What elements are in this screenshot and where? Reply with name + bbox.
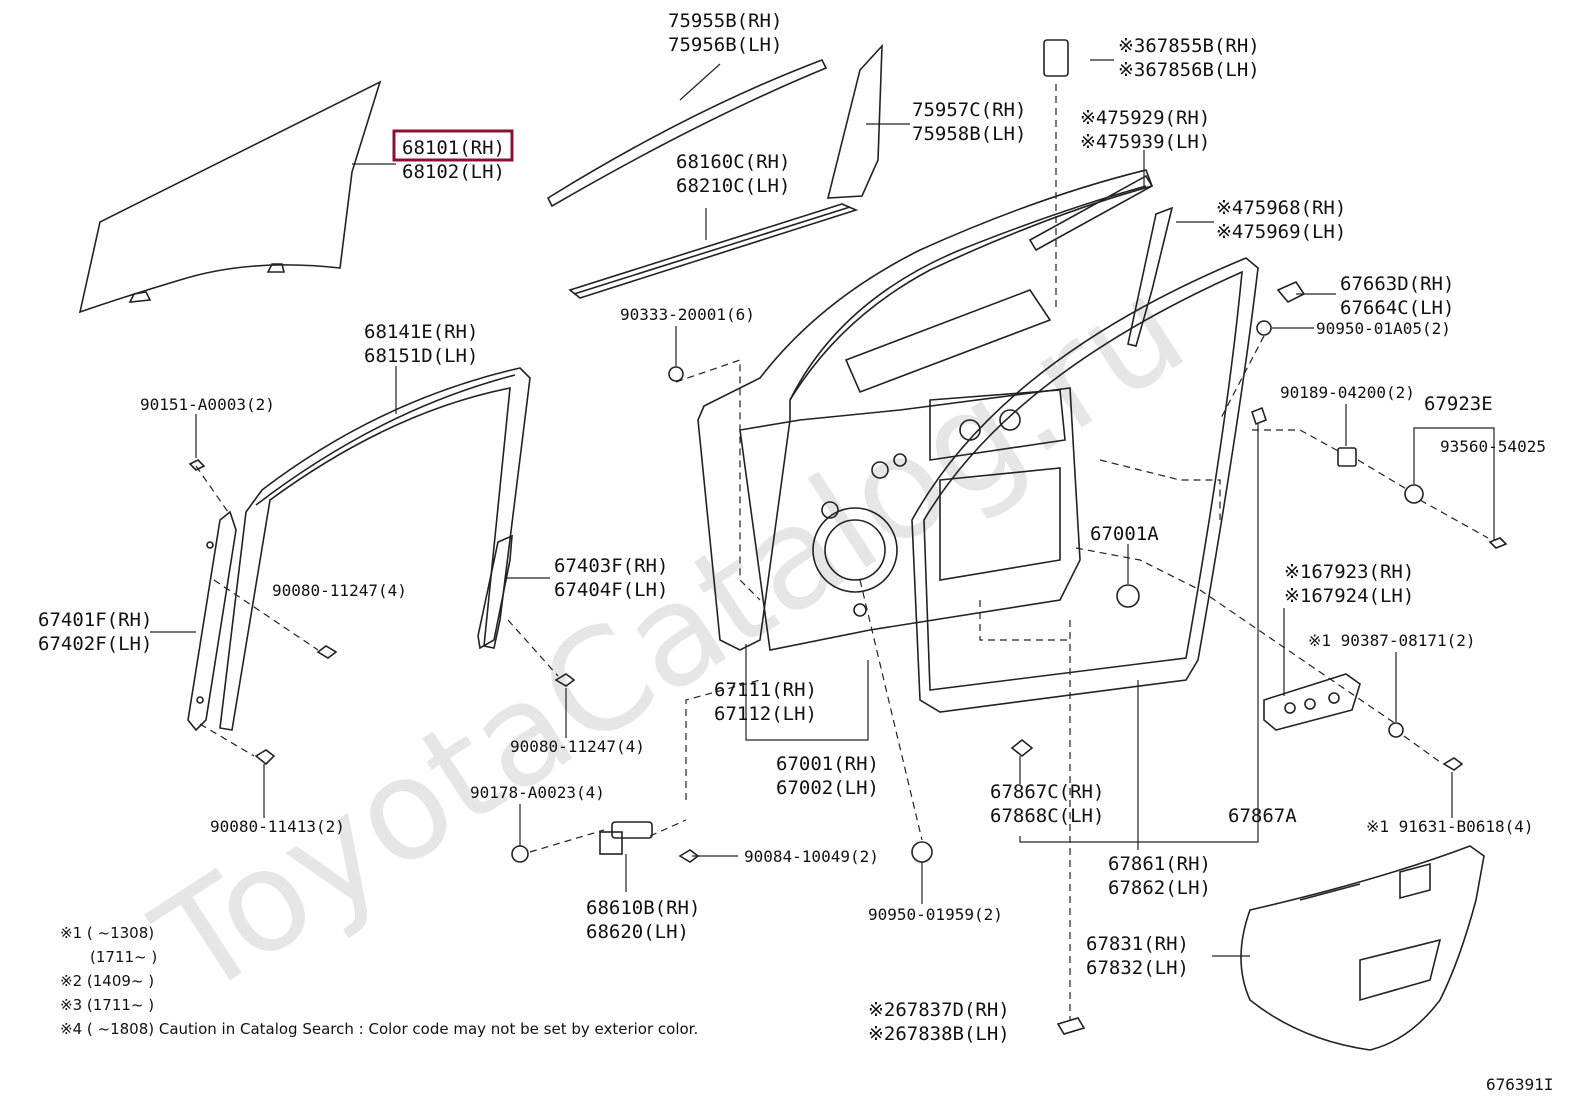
belt-weatherstrip: [568, 203, 859, 299]
label-68610[interactable]: 68610B(RH) 68620(LH): [586, 897, 700, 943]
label-67001[interactable]: 67001(RH) 67002(LH): [776, 753, 879, 799]
label-67837-lh: ※267838B(LH): [868, 1023, 1010, 1045]
figure-id: 676391I: [1486, 1075, 1553, 1094]
label-67867c[interactable]: 67867C(RH) 67868C(LH): [990, 781, 1104, 827]
label-67855[interactable]: ※367855B(RH) ※367856B(LH): [1118, 35, 1260, 81]
label-90080-11247-a[interactable]: 90080-11247(4): [272, 581, 407, 600]
label-90084-10049[interactable]: 90084-10049(2): [744, 847, 879, 866]
label-68160-lh: 68210C(LH): [676, 175, 790, 197]
label-75955-rh: 75955B(RH): [668, 10, 782, 32]
label-75929-rh: ※475929(RH): [1080, 107, 1210, 129]
label-67401-lh: 67402F(LH): [38, 633, 152, 655]
footnote-1: ※1 ( ~1308): [60, 924, 154, 942]
label-90080-11247-b[interactable]: 90080-11247(4): [510, 737, 645, 756]
label-75929-lh: ※475939(LH): [1080, 131, 1210, 153]
leader-lines: [150, 59, 1495, 957]
label-75957[interactable]: 75957C(RH) 75958B(LH): [912, 99, 1026, 145]
label-68101-rh: 68101(RH): [402, 137, 505, 159]
label-67663-lh: 67664C(LH): [1340, 297, 1454, 319]
label-67403[interactable]: 67403F(RH) 67404F(LH): [554, 555, 668, 601]
label-67861[interactable]: 67861(RH) 67862(LH): [1108, 853, 1211, 899]
label-90189-04200[interactable]: 90189-04200(2): [1280, 383, 1415, 402]
label-67861-lh: 67862(LH): [1108, 877, 1211, 899]
label-75955-lh: 75956B(LH): [668, 34, 782, 56]
label-67401-rh: 67401F(RH): [38, 609, 152, 631]
footnote-1b: (1711~ ): [90, 948, 157, 966]
label-67401[interactable]: 67401F(RH) 67402F(LH): [38, 609, 152, 655]
footnote-2: ※2 (1409~ ): [60, 972, 154, 990]
label-67923-rh: ※167923(RH): [1284, 561, 1414, 583]
label-68141-rh: 68141E(RH): [364, 321, 478, 343]
label-68101-lh: 68102(LH): [402, 161, 505, 183]
label-67867c-lh: 67868C(LH): [990, 805, 1104, 827]
label-67001a[interactable]: 67001A: [1090, 523, 1159, 545]
label-75957-lh: 75958B(LH): [912, 123, 1026, 145]
label-90950-01959[interactable]: 90950-01959(2): [868, 905, 1003, 924]
label-67867a[interactable]: 67867A: [1228, 805, 1297, 827]
label-68160-rh: 68160C(RH): [676, 151, 790, 173]
label-90333-20001[interactable]: 90333-20001(6): [620, 305, 755, 324]
label-67663[interactable]: 67663D(RH) 67664C(LH): [1340, 273, 1454, 319]
label-67923-lh: ※167924(LH): [1284, 585, 1414, 607]
front-lower-frame: [187, 510, 237, 732]
label-67403-rh: 67403F(RH): [554, 555, 668, 577]
label-67855-rh: ※367855B(RH): [1118, 35, 1260, 57]
label-68101[interactable]: 68101(RH) 68102(LH): [402, 137, 505, 183]
footnote-3: ※3 (1711~ ): [60, 996, 154, 1014]
door-weatherstrip: [911, 257, 1259, 713]
label-93560-54025[interactable]: 93560-54025: [1440, 437, 1546, 456]
roof-weatherstrip: [1028, 174, 1174, 347]
label-90387-08171[interactable]: ※1 90387-08171(2): [1308, 631, 1476, 650]
dashed-lines: [195, 84, 1489, 1020]
footnote-4: ※4 ( ~1808) Caution in Catalog Search : …: [60, 1020, 698, 1038]
footnotes: ※1 ( ~1308) (1711~ ) ※2 (1409~ ) ※3 (171…: [60, 924, 698, 1038]
label-90950-01a05[interactable]: 90950-01A05(2): [1316, 319, 1451, 338]
label-68160[interactable]: 68160C(RH) 68210C(LH): [676, 151, 790, 197]
label-68610-lh: 68620(LH): [586, 921, 689, 943]
label-67861-rh: 67861(RH): [1108, 853, 1211, 875]
label-67111-lh: 67112(LH): [714, 703, 817, 725]
label-67837[interactable]: ※267837D(RH) ※267838B(LH): [868, 999, 1010, 1045]
label-75968[interactable]: ※475968(RH) ※475969(LH): [1216, 197, 1346, 243]
outer-molding: [546, 58, 828, 208]
door-glass: [78, 80, 382, 314]
label-67855-lh: ※367856B(LH): [1118, 59, 1260, 81]
label-67867c-rh: 67867C(RH): [990, 781, 1104, 803]
label-68141[interactable]: 68141E(RH) 68151D(LH): [364, 321, 478, 367]
label-67923e[interactable]: 67923E: [1424, 393, 1493, 415]
label-75968-rh: ※475968(RH): [1216, 197, 1346, 219]
service-hole-cover: [1263, 673, 1361, 731]
pillar-garnish: [826, 43, 883, 199]
label-67831[interactable]: 67831(RH) 67832(LH): [1086, 933, 1189, 979]
door-trim-panel: [1240, 845, 1485, 1051]
label-67923[interactable]: ※167923(RH) ※167924(LH): [1284, 561, 1414, 607]
label-67001-lh: 67002(LH): [776, 777, 879, 799]
highlight-box: [392, 129, 514, 162]
label-67001-rh: 67001(RH): [776, 753, 879, 775]
rear-lower-frame: [477, 534, 513, 650]
label-91631-b0618[interactable]: ※1 91631-B0618(4): [1366, 817, 1534, 836]
label-75955[interactable]: 75955B(RH) 75956B(LH): [668, 10, 782, 56]
label-90151-a0003[interactable]: 90151-A0003(2): [140, 395, 275, 414]
label-67111[interactable]: 67111(RH) 67112(LH): [714, 679, 817, 725]
label-67831-rh: 67831(RH): [1086, 933, 1189, 955]
label-67111-rh: 67111(RH): [714, 679, 817, 701]
label-90178-a0023[interactable]: 90178-A0023(4): [470, 783, 605, 802]
label-75929[interactable]: ※475929(RH) ※475939(LH): [1080, 107, 1210, 153]
run-channel: [219, 367, 531, 731]
label-67831-lh: 67832(LH): [1086, 957, 1189, 979]
label-75968-lh: ※475969(LH): [1216, 221, 1346, 243]
label-67403-lh: 67404F(LH): [554, 579, 668, 601]
label-68610-rh: 68610B(RH): [586, 897, 700, 919]
label-67663-rh: 67663D(RH): [1340, 273, 1454, 295]
label-67837-rh: ※267837D(RH): [868, 999, 1010, 1021]
label-90080-11413[interactable]: 90080-11413(2): [210, 817, 345, 836]
label-68141-lh: 68151D(LH): [364, 345, 478, 367]
door-check: [599, 821, 653, 855]
label-75957-rh: 75957C(RH): [912, 99, 1026, 121]
